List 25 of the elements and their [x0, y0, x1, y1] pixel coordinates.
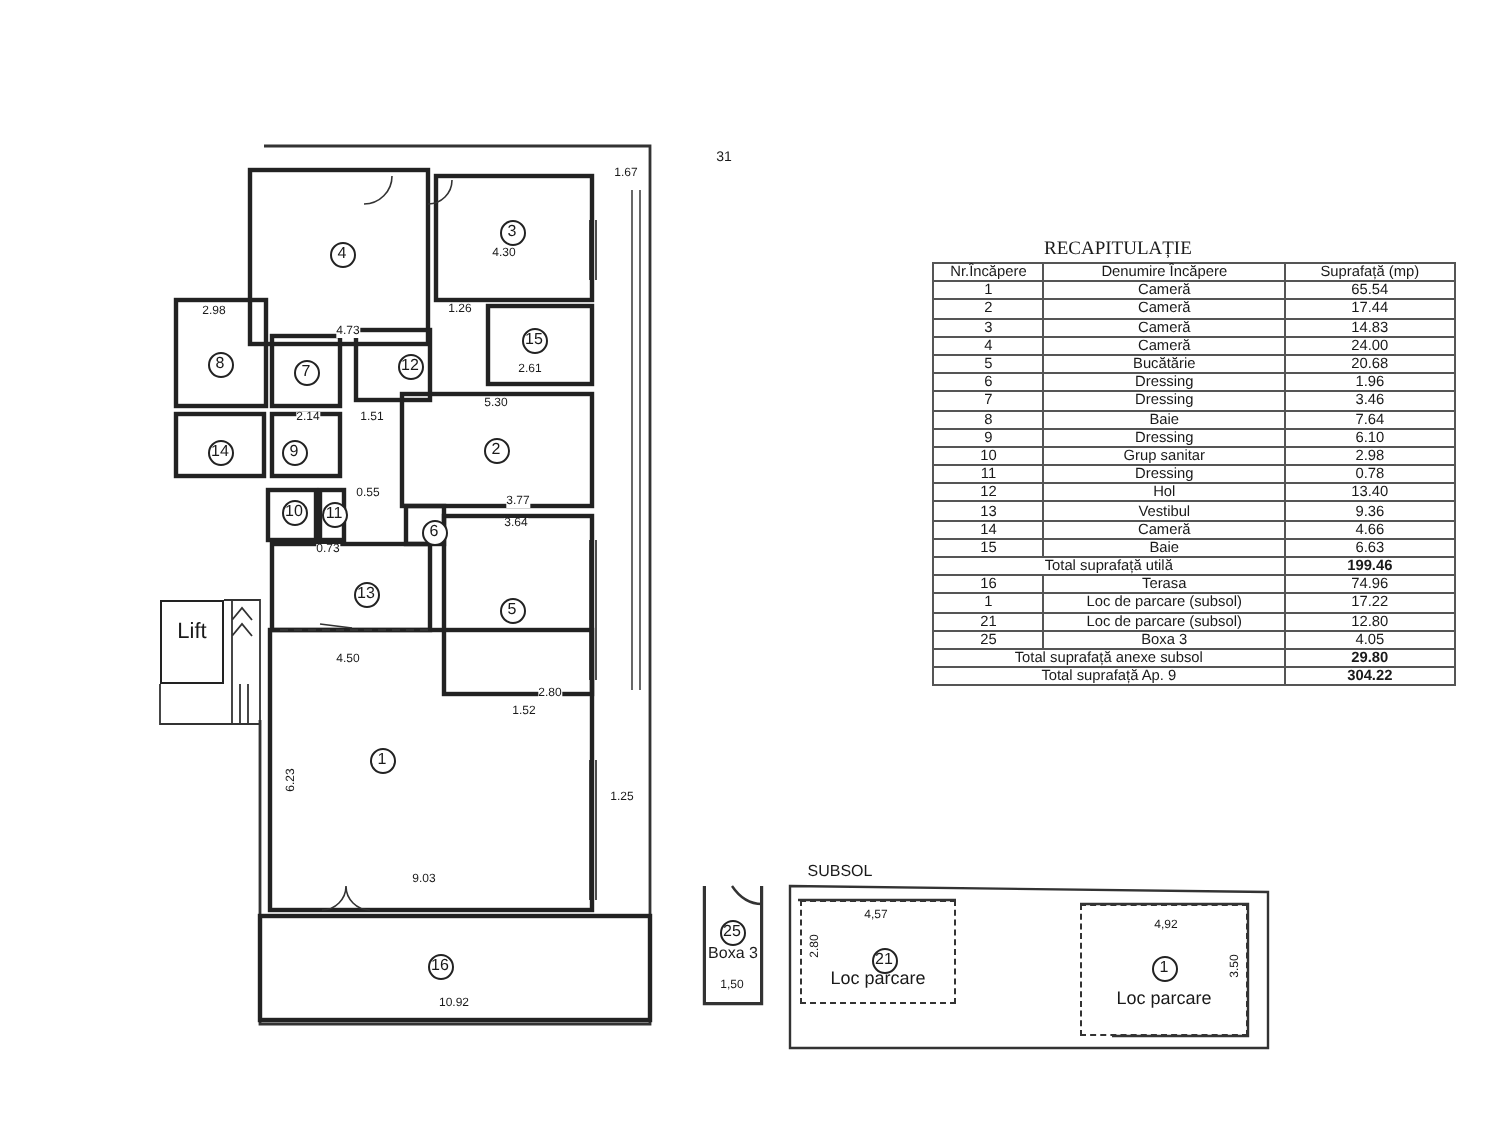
room-label: Lift: [175, 619, 209, 643]
room-number: 1: [1151, 955, 1177, 981]
room-label: Boxa 3: [706, 944, 760, 962]
room-label: Loc parcare: [1114, 987, 1214, 1007]
section-heading: SUBSOL: [807, 864, 873, 880]
room-number: 12: [397, 353, 423, 379]
room-number: 4: [329, 241, 355, 267]
room-number: 5: [499, 597, 525, 623]
room-number: 16: [427, 953, 453, 979]
room-number: 10: [281, 499, 307, 525]
room-number: 8: [207, 351, 233, 377]
room-number: 2: [483, 437, 509, 463]
table-title: RECAPITULAȚIE: [1044, 242, 1192, 261]
room-label: Loc parcare: [828, 967, 928, 987]
room-number: 7: [293, 359, 319, 385]
room-number: 13: [353, 581, 379, 607]
lift-box: [160, 600, 224, 684]
room-number: 25: [719, 919, 745, 945]
room-number: 1: [369, 747, 395, 773]
room-number: 15: [521, 327, 547, 353]
room-number: 21: [871, 947, 897, 973]
room-number: 6: [421, 519, 447, 545]
room-number: 3: [499, 219, 525, 245]
room-number: 14: [207, 439, 233, 465]
room-number: 9: [281, 439, 307, 465]
